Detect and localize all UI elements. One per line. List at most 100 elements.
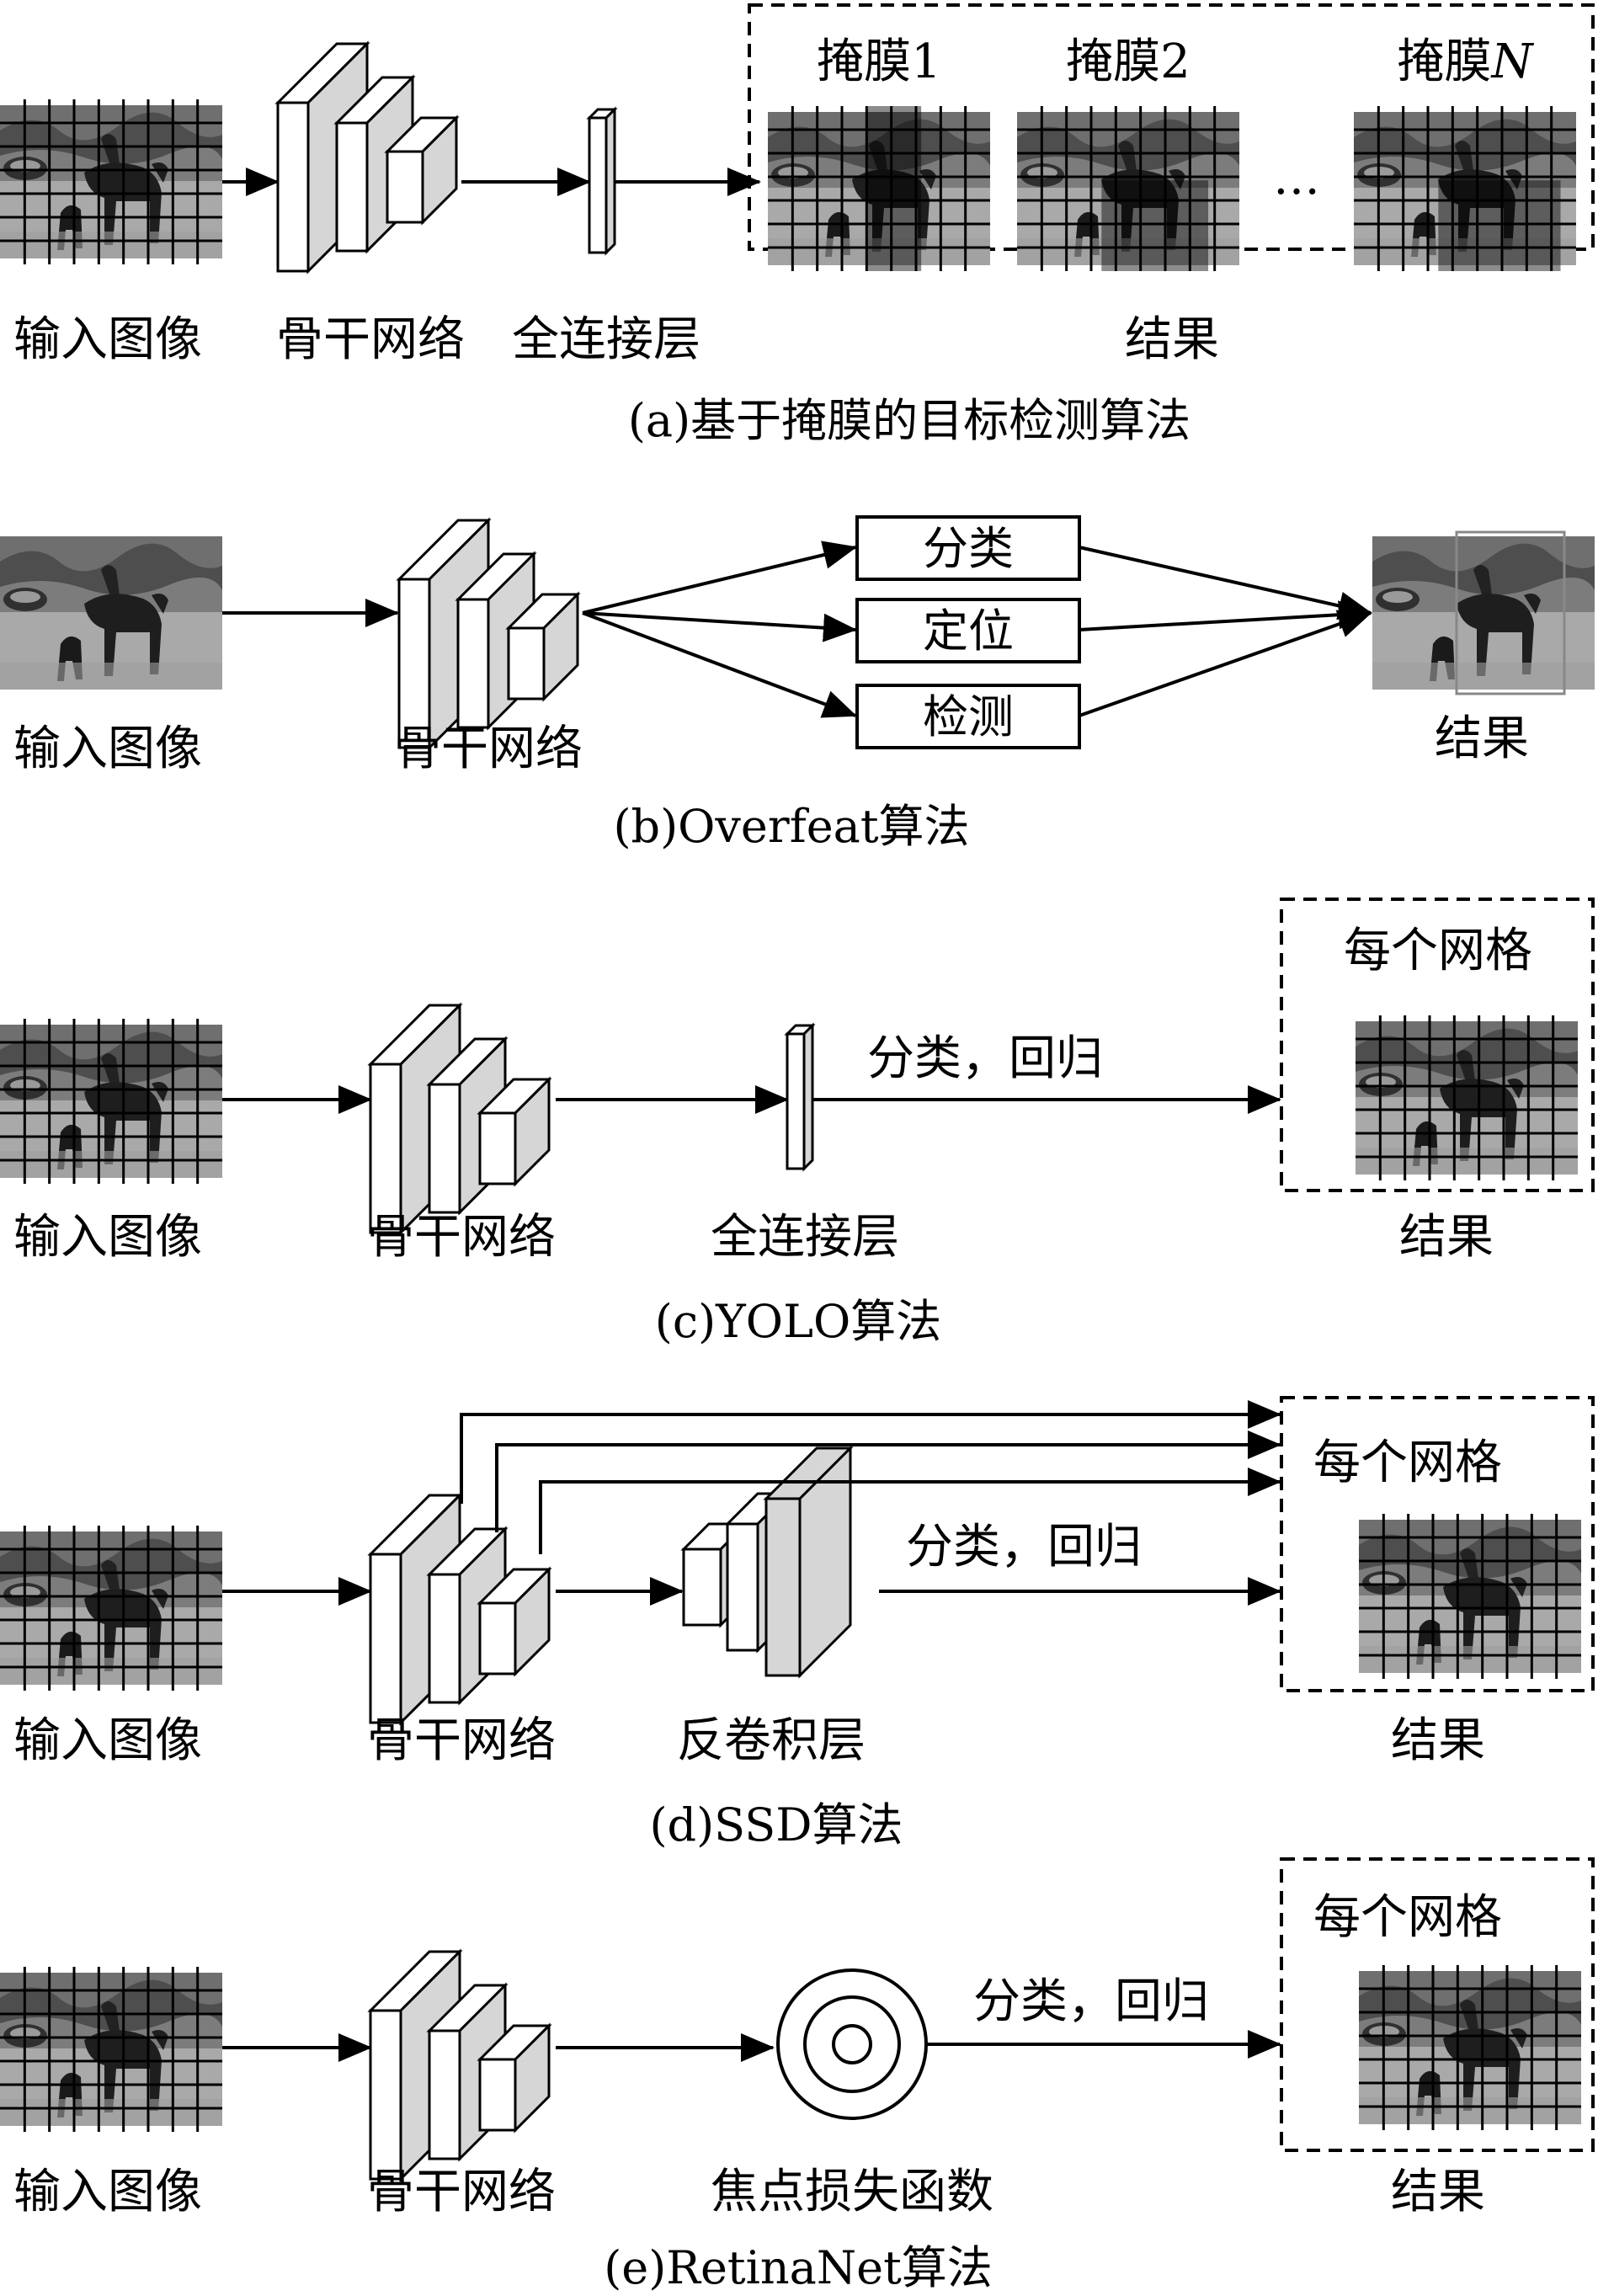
label-backbone-a: 骨干网络 bbox=[276, 312, 465, 367]
deconv-block-d bbox=[680, 1445, 854, 1679]
ring-inner bbox=[832, 2024, 872, 2064]
arrow-from-head-0 bbox=[1079, 546, 1372, 621]
mask-label-title: 掩膜 bbox=[817, 35, 911, 89]
mask-shade bbox=[1438, 180, 1561, 271]
result-image-d bbox=[1359, 1514, 1581, 1679]
slab-front bbox=[507, 626, 546, 701]
arrow-from-head-1 bbox=[1079, 600, 1372, 631]
label-input-c: 输入图像 bbox=[13, 1210, 202, 1265]
arrow-to-head-1 bbox=[582, 611, 857, 642]
label-result-d: 结果 bbox=[1391, 1713, 1485, 1768]
focal-loss-circle-icon bbox=[776, 1968, 928, 2120]
mask-shade bbox=[1101, 180, 1209, 271]
box-title-c: 每个网格 bbox=[1344, 924, 1532, 978]
slab-front bbox=[428, 1573, 461, 1704]
photo-image bbox=[0, 105, 222, 258]
slab bbox=[384, 115, 460, 226]
caption-e: (e)RetinaNet算法 bbox=[604, 2241, 993, 2294]
label-result-b: 结果 bbox=[1435, 711, 1529, 766]
head-box-2 bbox=[855, 684, 1081, 749]
slab-front bbox=[369, 1553, 402, 1724]
photo-image bbox=[1359, 1520, 1581, 1673]
head-label-1: 定位 bbox=[923, 605, 1014, 658]
result-box-e bbox=[1280, 1857, 1595, 2152]
input-image-b bbox=[0, 536, 222, 690]
mask-label-index: 1 bbox=[911, 35, 941, 89]
input-image-d bbox=[0, 1526, 222, 1691]
fc-layer-c bbox=[784, 1022, 816, 1172]
slab-front bbox=[386, 150, 424, 224]
mask-shade bbox=[866, 106, 922, 271]
photo-image bbox=[1356, 1021, 1578, 1175]
mask-label-3: 掩膜N bbox=[1398, 35, 1535, 89]
slab bbox=[274, 40, 370, 274]
backbone-block-c bbox=[367, 1002, 552, 1236]
slab bbox=[586, 106, 618, 256]
slab-front bbox=[276, 101, 310, 273]
slab bbox=[505, 591, 581, 702]
slab bbox=[477, 2022, 552, 2134]
ellipsis: … bbox=[1273, 151, 1320, 205]
input-image-a bbox=[0, 99, 222, 264]
caption-d: (d)SSD算法 bbox=[649, 1798, 903, 1851]
mask-label-2: 掩膜2 bbox=[1066, 35, 1191, 89]
skip-arrow-3 bbox=[539, 1468, 1281, 1554]
photo-image bbox=[0, 536, 222, 690]
slab bbox=[763, 1445, 854, 1679]
label-result-a: 结果 bbox=[1125, 312, 1219, 367]
slab-front bbox=[682, 1548, 722, 1627]
arrow-text-e: 分类，回归 bbox=[973, 1974, 1209, 2029]
label-backbone-e: 骨干网络 bbox=[367, 2165, 556, 2219]
arrow-from-head-2 bbox=[1079, 610, 1372, 717]
box-title-d: 每个网格 bbox=[1313, 1436, 1502, 1490]
slab-front bbox=[428, 1083, 461, 1214]
slab-front bbox=[369, 2009, 402, 2181]
mask-label-title: 掩膜 bbox=[1398, 35, 1492, 89]
ring-mid bbox=[803, 1995, 901, 2093]
backbone-block-b bbox=[396, 517, 581, 751]
result-box-c bbox=[1280, 898, 1595, 1192]
label-loss-e: 焦点损失函数 bbox=[711, 2165, 993, 2219]
slab bbox=[477, 1566, 552, 1677]
input-image-c bbox=[0, 1019, 222, 1184]
slab-front bbox=[726, 1522, 759, 1652]
arrow-to-head-0 bbox=[582, 541, 857, 615]
mask-image-2 bbox=[1017, 106, 1239, 271]
slab-front bbox=[478, 1601, 517, 1675]
slab-front bbox=[764, 1497, 802, 1677]
caption-a: (a)基于掩膜的目标检测算法 bbox=[628, 394, 1191, 447]
head-box-1 bbox=[855, 598, 1081, 663]
result-box-d bbox=[1280, 1396, 1595, 1692]
label-backbone-b: 骨干网络 bbox=[394, 722, 583, 776]
photo-image bbox=[1372, 536, 1595, 690]
arrow-text-c: 分类，回归 bbox=[867, 1031, 1103, 1086]
label-input-b: 输入图像 bbox=[13, 722, 202, 776]
slab-front bbox=[588, 116, 608, 254]
backbone-block-e bbox=[367, 1948, 552, 2182]
mask-image-1 bbox=[768, 106, 990, 271]
caption-c: (c)YOLO算法 bbox=[655, 1295, 941, 1348]
slab-front bbox=[335, 121, 369, 253]
label-result-e: 结果 bbox=[1391, 2165, 1485, 2219]
photo-image bbox=[1359, 1971, 1581, 2124]
mask-label-index: N bbox=[1490, 35, 1535, 89]
label-input-e: 输入图像 bbox=[13, 2165, 202, 2219]
mask-image-3 bbox=[1354, 106, 1576, 271]
photo-image bbox=[0, 1532, 222, 1685]
mask-label-1: 掩膜1 bbox=[817, 35, 941, 89]
slab-front bbox=[786, 1032, 806, 1170]
arrow-to-head-2 bbox=[582, 611, 857, 718]
photo-image bbox=[0, 1973, 222, 2126]
label-deconv-d: 反卷积层 bbox=[677, 1713, 866, 1768]
slab-front bbox=[369, 1063, 402, 1234]
result-image-b bbox=[1372, 536, 1595, 690]
skip-arrow-2 bbox=[495, 1430, 1281, 1532]
label-input-d: 输入图像 bbox=[13, 1713, 202, 1768]
mask-label-title: 掩膜 bbox=[1066, 35, 1160, 89]
mask-results-box bbox=[748, 3, 1595, 251]
backbone-block-d bbox=[367, 1492, 552, 1726]
caption-b: (b)Overfeat算法 bbox=[613, 800, 969, 853]
label-fc-c: 全连接层 bbox=[711, 1210, 899, 1265]
slab-front bbox=[397, 578, 431, 749]
